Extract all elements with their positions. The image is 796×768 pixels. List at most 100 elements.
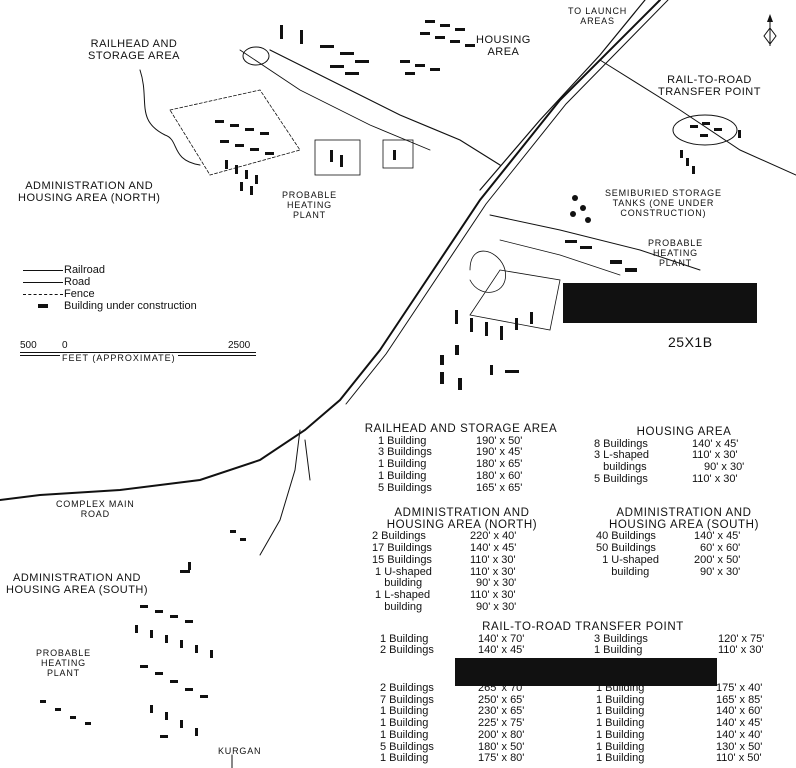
- label-admin-south: ADMINISTRATION AND HOUSING AREA (SOUTH): [6, 572, 149, 596]
- table-row: 2 Buildings 265' x 70': [380, 682, 525, 695]
- east-road-1: [489, 214, 701, 271]
- table-cell: 110' x 30': [692, 449, 738, 462]
- label-storage-tanks: SEMIBURIED STORAGE TANKS (ONE UNDER CONS…: [605, 188, 722, 218]
- railroad-icon: [23, 269, 63, 271]
- table-title: HOUSING AREA: [636, 426, 732, 438]
- table-bottom-left: 2 Buildings 265' x 70' 7 Buildings 250' x …: [380, 682, 525, 765]
- rail-line-north: [479, 0, 646, 191]
- table-row: 5 Buildings 165' x 65': [378, 481, 576, 495]
- table-cell: 230' x 65': [478, 705, 525, 718]
- table-title: ADMINISTRATION AND HOUSING AREA (NORTH): [386, 507, 538, 531]
- legend-label: Building under construction: [64, 300, 197, 312]
- table-cell: 110' x 30': [718, 644, 764, 657]
- legend-row-fence: Fence: [22, 288, 197, 300]
- legend-label: Road: [64, 276, 91, 288]
- table-cell: 165' x 65': [476, 481, 523, 494]
- table-cell: 140' x 45': [694, 530, 741, 543]
- table-cell: 140' x 45': [478, 644, 525, 657]
- table-cell: 200' x 80': [478, 728, 525, 741]
- table-cell: 175' x 40': [716, 682, 763, 694]
- table-cell: 110' x 30': [470, 588, 516, 601]
- table-cell: 200' x 50': [694, 553, 741, 566]
- table-cell: 90' x 30': [704, 461, 745, 474]
- transfer-loop: [672, 114, 738, 146]
- table-cell: 5 Buildings: [378, 481, 432, 494]
- label-railhead: RAILHEAD AND STORAGE AREA: [88, 38, 180, 62]
- admin-north-buildings: [215, 120, 396, 195]
- admin-south-buildings: [40, 530, 246, 738]
- main-diagonal-road: [0, 0, 661, 501]
- railhead-loop: [242, 46, 270, 66]
- railhead-buildings: [280, 25, 369, 75]
- table-cell: 2 Buildings: [380, 682, 434, 694]
- table-cell: 110' x 30': [692, 472, 738, 485]
- scale-caption: FEET (APPROXIMATE): [60, 353, 178, 363]
- road-to-kurgan: [304, 439, 311, 481]
- table-cell: 110' x 30': [470, 565, 516, 578]
- table-cell: 90' x 30': [476, 577, 517, 590]
- table-cell: 1 Building: [378, 469, 427, 482]
- table-cell: 1 Building: [380, 717, 429, 730]
- label-main-road: COMPLEX MAIN ROAD: [56, 499, 135, 519]
- table-cell: 250' x 65': [478, 693, 525, 706]
- table-cell: 175' x 80': [478, 752, 525, 765]
- table-cell: 130' x 50': [716, 740, 763, 753]
- table-cell: 3 Buildings: [378, 446, 432, 459]
- table-cell: 1 Building: [380, 752, 429, 765]
- table-cell: 2 Buildings: [380, 644, 434, 657]
- table-admin-south: ADMINISTRATION AND HOUSING AREA (SOUTH) …: [596, 507, 772, 578]
- table-cell: 8 Buildings: [594, 437, 648, 450]
- scale-label-left: 500: [20, 340, 37, 351]
- label-heating-plant-east: PROBABLE HEATING PLANT: [648, 238, 703, 268]
- legend-row-road: Road: [22, 276, 197, 288]
- table-row: 3 Buildings 190' x 45': [378, 447, 576, 459]
- label-admin-north: ADMINISTRATION AND HOUSING AREA (NORTH): [18, 180, 161, 204]
- table-cell: 15 Buildings: [372, 553, 432, 566]
- table-cell: buildings: [594, 461, 647, 474]
- south-road: [259, 429, 301, 556]
- legend-label: Railroad: [64, 264, 105, 276]
- label-heating-plant-north: PROBABLE HEATING PLANT: [282, 190, 337, 220]
- table-cell: 180' x 65': [476, 458, 523, 471]
- table-cell: 190' x 45': [476, 446, 523, 459]
- east-buildings: [440, 240, 637, 390]
- table-cell: 90' x 30': [700, 565, 741, 578]
- main-diagonal-road-edge: [345, 0, 669, 405]
- table-cell: 220' x 40': [470, 530, 517, 543]
- building-icon: [38, 304, 48, 308]
- legend-row-building: Building under construction: [22, 300, 197, 312]
- label-launch-areas: TO LAUNCH AREAS: [568, 6, 628, 26]
- table-cell: 7 Buildings: [380, 693, 434, 706]
- redaction-block-top: [563, 283, 757, 323]
- map-legend: Railroad Road Fence Building under const…: [22, 264, 197, 312]
- table-cell: 265' x 70': [478, 682, 525, 694]
- east-loop-road: [469, 250, 506, 293]
- table-admin-north: ADMINISTRATION AND HOUSING AREA (NORTH) …: [372, 507, 552, 613]
- table-cell: 140' x 45': [692, 437, 739, 450]
- table-cell: 1 L-shaped: [372, 588, 431, 601]
- table-cell: 140' x 60': [716, 705, 763, 718]
- railhead-track-2: [239, 49, 431, 151]
- table-row: 8 Buildings 140' x 45': [594, 437, 774, 451]
- table-cell: 1 Building: [380, 632, 429, 645]
- table-row: buildings 90' x 30': [594, 461, 774, 474]
- table-housing: HOUSING AREA 8 Buildings 140' x 45' 3 L-s…: [594, 426, 774, 486]
- table-cell: 1 U-shaped: [372, 565, 432, 578]
- table-cell: building: [372, 577, 423, 590]
